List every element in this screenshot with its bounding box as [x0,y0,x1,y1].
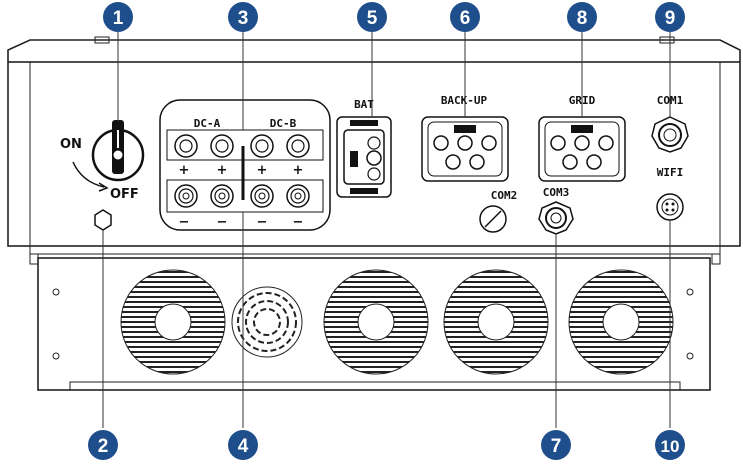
com2-port: COM2 [479,189,518,233]
backup-port: BACK-UP [421,94,509,182]
svg-text:9: 9 [665,8,676,29]
svg-text:5: 5 [367,8,378,29]
callout-3: 3 [228,2,258,32]
svg-text:2: 2 [98,436,109,457]
callout-2: 2 [88,430,118,460]
minus-symbol: − [257,215,268,230]
com2-label: COM2 [491,189,518,202]
dc-positive-connector [174,134,198,158]
wifi-port: WIFI [656,166,684,221]
fan-grille-2 [231,286,303,358]
com3-label: COM3 [543,186,570,199]
svg-text:10: 10 [661,437,680,456]
minus-symbol: − [217,215,228,230]
dc-negative-connector [286,184,310,208]
callout-4: 4 [228,430,258,460]
dc-a-label: DC-A [194,117,221,130]
callout-leader-lines [102,29,671,428]
fan-grille-5 [568,269,674,375]
fan-grille-3 [323,269,429,375]
svg-text:3: 3 [238,8,249,29]
wifi-label: WIFI [657,166,684,179]
fan-grille-4 [443,269,549,375]
ventilation-valve [94,209,112,231]
minus-symbol: − [179,215,190,230]
dc-positive-connector [210,134,234,158]
fan-guard-panel [37,257,711,391]
dc-b-label: DC-B [270,117,297,130]
minus-symbol: − [293,215,304,230]
dc-positive-connector [286,134,310,158]
svg-text:7: 7 [551,436,562,457]
plus-symbol: + [217,163,228,178]
svg-text:4: 4 [238,436,249,457]
switch-off-label: OFF [110,187,139,202]
callout-1: 1 [103,2,133,32]
svg-text:8: 8 [577,8,588,29]
plus-symbol: + [293,163,304,178]
callout-6: 6 [450,2,480,32]
dc-negative-connector [174,184,198,208]
switch-on-label: ON [60,137,82,152]
callout-10: 10 [655,430,685,460]
svg-text:1: 1 [113,8,124,29]
callout-7: 7 [541,430,571,460]
bat-label: BAT [354,98,374,111]
pv-dc-input-panel: DC-A DC-B + + + + [159,99,331,231]
dc-negative-connector [210,184,234,208]
dc-negative-connector [250,184,274,208]
fan-grille-1 [120,269,226,375]
plus-symbol: + [257,163,268,178]
svg-text:6: 6 [460,8,471,29]
dc-switch: ON OFF [60,120,145,202]
callout-8: 8 [567,2,597,32]
dc-positive-connector [250,134,274,158]
com3-port: COM3 [538,186,574,235]
callout-5: 5 [357,2,387,32]
inverter-body [7,36,741,265]
backup-label: BACK-UP [441,94,488,107]
grid-port: GRID [538,94,626,182]
callout-9: 9 [655,2,685,32]
plus-symbol: + [179,163,190,178]
battery-port: BAT [336,98,392,198]
